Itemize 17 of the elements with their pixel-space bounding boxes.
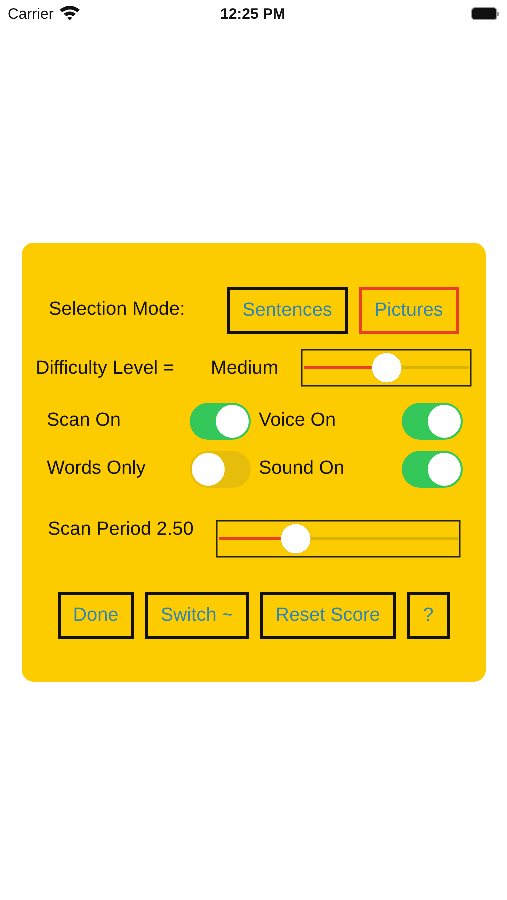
level-value: Medium [211,358,279,380]
toggle-label: Scan On [47,410,121,432]
button: Reset Score [260,592,396,639]
carrier-label: Carrier [8,5,54,25]
settings-panel [22,243,486,682]
selected-mode-button: Pictures [359,287,459,334]
clock-time: 12:25 PM [220,5,286,25]
field-label: Selection Mode: [49,299,186,321]
slider-label: Scan Period 2.50 [48,519,194,541]
button: Sentences [227,287,348,334]
field-label: Difficulty Level = [36,358,175,380]
button: Done [58,592,134,639]
button: Switch ~ [145,592,249,639]
toggle-label: Sound On [259,458,345,480]
toggle-label: Words Only [47,458,146,480]
button: ? [407,592,450,639]
toggle-label: Voice On [259,410,336,432]
